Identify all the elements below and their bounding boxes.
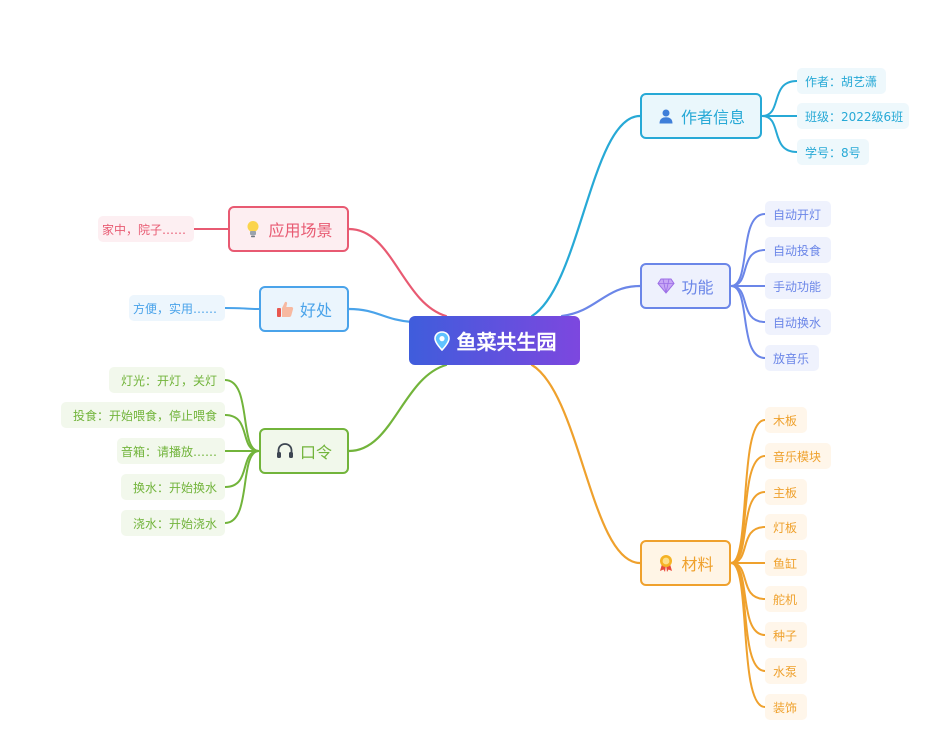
leaf-material-item[interactable]: 水泵 <box>765 658 807 684</box>
branch-label: 口令 <box>299 443 332 462</box>
leaf-author-name[interactable]: 作者：胡艺潇 <box>797 68 886 94</box>
branch-benefits[interactable]: 好处 <box>259 286 349 332</box>
leaf-command-item[interactable]: 灯光：开灯，关灯 <box>109 367 225 393</box>
user-icon <box>657 107 675 125</box>
root-label: 鱼菜共生园 <box>456 330 557 354</box>
leaf-author-number[interactable]: 学号：8号 <box>797 139 869 165</box>
connector-line <box>730 491 766 564</box>
connector-line <box>730 455 766 564</box>
connector-line <box>530 363 642 565</box>
connector-line <box>224 450 260 524</box>
connector-line <box>530 114 642 318</box>
connector-line <box>730 249 766 287</box>
leaf-author-class[interactable]: 班级：2022级6班 <box>797 103 909 129</box>
leaf-material-item[interactable]: 舵机 <box>765 586 807 612</box>
connector-line <box>761 80 798 117</box>
branch-voice-commands[interactable]: 口令 <box>259 428 349 474</box>
leaf-function-item[interactable]: 自动换水 <box>765 309 831 335</box>
connector-line <box>730 285 766 359</box>
connector-line <box>730 213 766 287</box>
leaf-function-item[interactable]: 手动功能 <box>765 273 831 299</box>
connector-line <box>730 285 766 323</box>
connector-line <box>224 307 260 310</box>
branch-materials[interactable]: 材料 <box>640 540 731 586</box>
leaf-material-item[interactable]: 种子 <box>765 622 807 648</box>
branch-label: 作者信息 <box>680 108 745 127</box>
leaf-command-item[interactable]: 投食：开始喂食，停止喂食 <box>61 402 225 428</box>
leaf-function-item[interactable]: 放音乐 <box>765 345 819 371</box>
leaf-function-item[interactable]: 自动开灯 <box>765 201 831 227</box>
branch-label: 材料 <box>681 555 714 574</box>
connector-line <box>224 450 260 488</box>
connector-line <box>347 363 448 453</box>
connector-line <box>761 115 798 153</box>
branch-label: 好处 <box>299 301 332 320</box>
branch-label: 功能 <box>681 278 714 297</box>
award-icon <box>657 554 675 572</box>
leaf-material-item[interactable]: 装饰 <box>765 694 807 720</box>
branch-function[interactable]: 功能 <box>640 263 731 309</box>
leaf-function-item[interactable]: 自动投食 <box>765 237 831 263</box>
leaf-benefit-item[interactable]: 方便，实用…… <box>129 295 225 321</box>
branch-application-scene[interactable]: 应用场景 <box>228 206 349 252</box>
connector-line <box>224 414 260 452</box>
thumbs-up-icon <box>276 300 294 318</box>
leaf-material-item[interactable]: 音乐模块 <box>765 443 831 469</box>
branch-label: 应用场景 <box>268 221 333 240</box>
lightbulb-icon <box>244 220 262 238</box>
leaf-material-item[interactable]: 灯板 <box>765 514 807 540</box>
leaf-command-item[interactable]: 浇水：开始浇水 <box>121 510 225 536</box>
connector-line <box>347 307 414 324</box>
connector-line <box>560 284 642 318</box>
leaf-command-item[interactable]: 换水：开始换水 <box>121 474 225 500</box>
connector-line <box>347 227 448 318</box>
headset-icon <box>276 442 294 460</box>
leaf-scene-item[interactable]: 家中，院子…… <box>98 216 194 242</box>
leaf-material-item[interactable]: 主板 <box>765 479 807 505</box>
leaf-material-item[interactable]: 木板 <box>765 407 807 433</box>
connector-line <box>730 526 766 564</box>
connector-line <box>224 379 260 452</box>
root-node[interactable]: 鱼菜共生园 <box>409 316 580 365</box>
leaf-material-item[interactable]: 鱼缸 <box>765 550 807 576</box>
leaf-command-item[interactable]: 音箱：请播放…… <box>117 438 225 464</box>
location-pin-icon <box>433 330 451 351</box>
connector-line <box>730 562 766 708</box>
branch-author-info[interactable]: 作者信息 <box>640 93 762 139</box>
gem-icon <box>657 277 676 295</box>
